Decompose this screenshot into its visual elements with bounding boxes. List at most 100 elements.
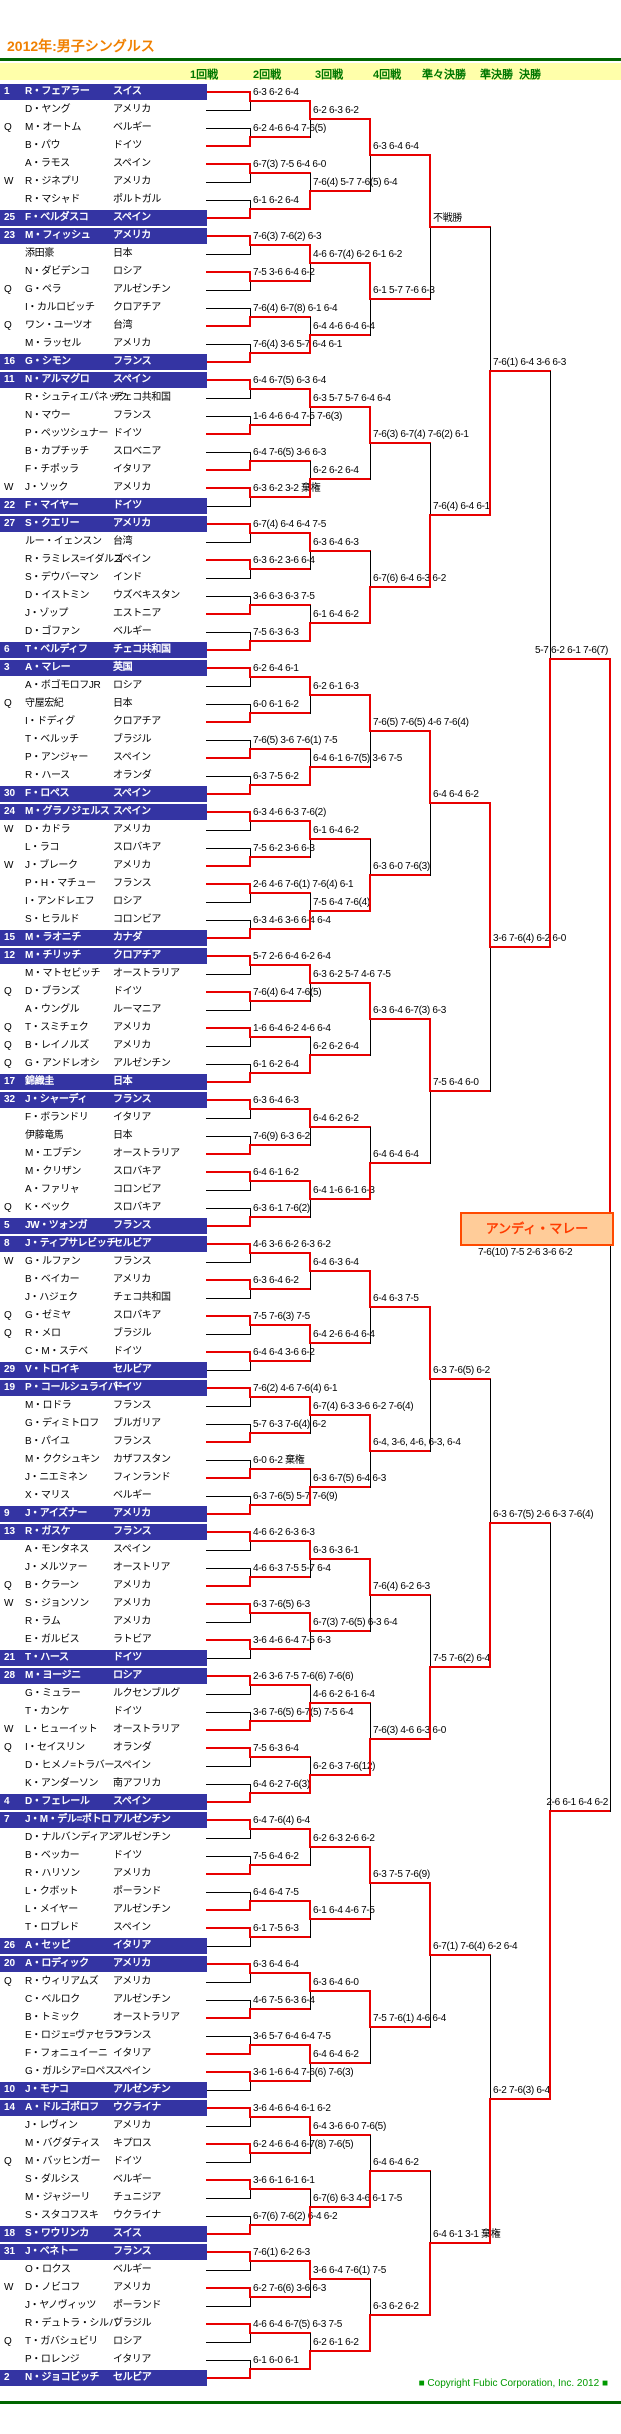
match-score: 7-6(1) 6-2 6-3	[253, 2247, 310, 2258]
winner-path-line	[206, 613, 251, 615]
winner-path-line	[309, 838, 371, 840]
match-score: 6-2 7-6(3) 6-4	[493, 2085, 550, 2096]
player-name: ワン・ユーツオ	[25, 320, 92, 331]
match-score: 6-1 6-2 6-4	[253, 195, 299, 206]
match-score: 6-1 7-5 6-3	[253, 1923, 299, 1934]
winner-path-line	[309, 1252, 311, 1272]
player-name: N・アルマグロ	[25, 374, 90, 385]
match-score: 6-4 7-6(5) 3-6 6-3	[253, 447, 326, 458]
winner-path-line	[249, 235, 251, 246]
entry-tag: W	[4, 860, 14, 871]
player-country: オーストラリア	[113, 1724, 180, 1735]
seed-number: 18	[4, 2228, 16, 2239]
winner-path-line	[249, 1432, 311, 1434]
winner-path-line	[309, 1396, 311, 1416]
winner-path-line	[249, 1612, 311, 1614]
match-score: 6-7(1) 7-6(4) 6-2 6-4	[433, 1941, 518, 1952]
winner-path-line	[249, 1504, 311, 1506]
player-name: B・ベッカー	[25, 1850, 80, 1861]
match-score: 6-7(4) 6-4 6-4 7-5	[253, 519, 326, 530]
winner-path-line	[369, 406, 371, 444]
winner-path-line	[249, 271, 251, 282]
player-country: セルビア	[113, 1364, 152, 1375]
player-name: D・フェレール	[25, 1796, 90, 1807]
player-name: J・M・デル=ポトロ	[25, 1814, 111, 1825]
match-score: 6-4 6-7(5) 6-3 6-4	[253, 375, 326, 386]
winner-path-line	[369, 2170, 371, 2208]
player-row: J・レヴィンアメリカ	[0, 2118, 250, 2134]
winner-path-line	[249, 667, 251, 678]
player-name: J・ハジェク	[25, 1292, 78, 1303]
winner-path-line	[309, 820, 311, 840]
seed-number: 15	[4, 932, 16, 943]
winner-path-line	[249, 2152, 311, 2154]
player-row: M・バグダティスキプロス	[0, 2136, 250, 2152]
match-score: 6-2 6-1 6-3	[313, 681, 359, 692]
player-name: N・マウー	[25, 410, 71, 421]
player-country: スペイン	[113, 1796, 151, 1807]
player-country: 日本	[113, 1130, 133, 1141]
entry-tag: Q	[4, 122, 12, 133]
winner-path-line	[249, 1936, 311, 1938]
winner-path-line	[249, 784, 251, 795]
loser-path-line	[206, 578, 250, 579]
match-score: 7-6(4) 6-4 7-6(5)	[253, 987, 322, 998]
player-name: S・ダルシス	[25, 2174, 80, 2185]
winner-path-line	[309, 478, 371, 480]
match-score: 6-3 4-6 6-3 7-6(2)	[253, 807, 326, 818]
player-name: S・ワウリンカ	[25, 2228, 89, 2239]
match-score: 7-6(4) 6-7(8) 6-1 6-4	[253, 303, 338, 314]
winner-path-line	[206, 523, 251, 525]
loser-path-line	[206, 1838, 250, 1839]
player-row: J・ニエミネンフィンランド	[0, 1470, 250, 1486]
winner-path-line	[249, 604, 311, 606]
winner-path-line	[309, 2134, 371, 2136]
loser-path-line	[206, 1298, 250, 1299]
player-country: スペイン	[113, 158, 151, 169]
player-name: D・ゴファン	[25, 626, 80, 637]
player-name: P・H・マチュー	[25, 878, 96, 889]
winner-path-line	[249, 1360, 311, 1362]
match-score: 6-7(3) 7-5 6-4 6-0	[253, 159, 326, 170]
match-score: 6-4 3-6 6-0 7-6(5)	[313, 2121, 386, 2132]
player-country: スイス	[113, 2228, 142, 2239]
loser-path-line	[206, 2036, 250, 2037]
match-score: 6-4 6-4 6-2	[313, 2049, 359, 2060]
entry-tag: Q	[4, 1040, 12, 1051]
loser-path-line	[206, 1010, 250, 1011]
player-name: I・ドディグ	[25, 716, 75, 727]
match-score: 3-6 4-6 6-4 6-1 6-2	[253, 2103, 331, 2114]
player-name: 錦織圭	[25, 1076, 54, 1087]
winner-path-line	[206, 1351, 251, 1353]
player-row: F・チポッライタリア	[0, 462, 250, 478]
player-country: アメリカ	[113, 338, 151, 349]
winner-path-line	[369, 1990, 371, 2028]
winner-path-line	[206, 1441, 251, 1443]
match-score: 6-0 6-2 棄権	[253, 1455, 305, 1466]
winner-path-line	[369, 154, 431, 156]
player-country: オーストラリア	[113, 2012, 180, 2023]
match-score: 7-6(2) 4-6 7-6(4) 6-1	[253, 1383, 338, 1394]
player-country: スロベニア	[113, 446, 161, 457]
match-score: 6-4 6-4 7-5	[253, 1887, 299, 1898]
winner-path-line	[309, 1846, 371, 1848]
player-country: オランダ	[113, 1742, 152, 1753]
round-header-qf: 準々決勝	[422, 69, 466, 81]
winner-path-line	[249, 964, 311, 966]
winner-path-line	[369, 1558, 371, 1596]
winner-path-line	[249, 487, 251, 498]
player-name: D・ノビコフ	[25, 2282, 80, 2293]
player-name: J・アイズナー	[25, 1508, 87, 1519]
winner-path-line	[249, 1351, 251, 1362]
player-country: フィンランド	[113, 1472, 171, 1483]
player-name: J・ソック	[25, 482, 68, 493]
winner-path-line	[249, 1396, 311, 1398]
loser-path-line	[206, 848, 250, 849]
match-score: 不戦勝	[433, 213, 463, 224]
winner-path-line	[249, 2323, 251, 2334]
